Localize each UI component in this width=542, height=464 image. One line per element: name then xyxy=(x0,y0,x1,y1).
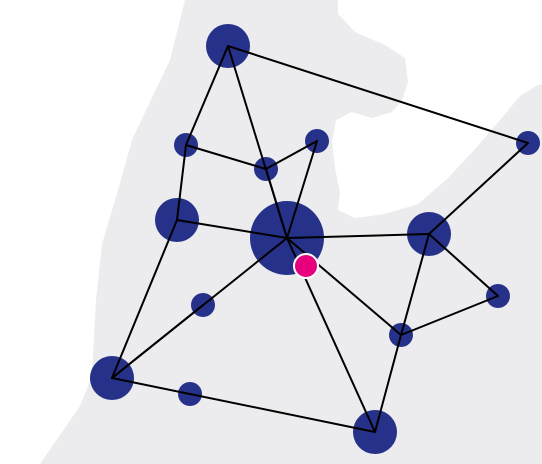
edge-n-south-west-n-west-small xyxy=(111,304,204,379)
edge-n-south-east-mid-n-south xyxy=(374,334,402,433)
edge-n-east-n-east-small xyxy=(428,233,499,297)
edge-n-far-east-n-east xyxy=(428,142,529,235)
edge-n-top-n-far-east xyxy=(227,45,529,144)
edge-n-top-n-nw xyxy=(185,45,229,146)
edge-n-center-upper-n-north-small xyxy=(265,140,318,170)
edge-n-nw-n-center-upper xyxy=(185,144,267,170)
edge-n-east-small-n-south-east-mid xyxy=(400,295,499,336)
edge-n-north-small-n-hub xyxy=(286,140,318,239)
edge-n-center-upper-n-hub xyxy=(265,168,288,239)
location-marker[interactable] xyxy=(293,253,319,279)
edge-n-south-west-n-south xyxy=(111,377,376,433)
edge-n-east-n-south-east-mid xyxy=(400,233,430,336)
edge-n-west-n-south-west xyxy=(111,219,178,379)
edge-n-nw-n-west xyxy=(176,144,187,221)
edge-n-west-n-hub xyxy=(176,219,288,239)
edge-n-hub-n-east xyxy=(286,233,430,239)
